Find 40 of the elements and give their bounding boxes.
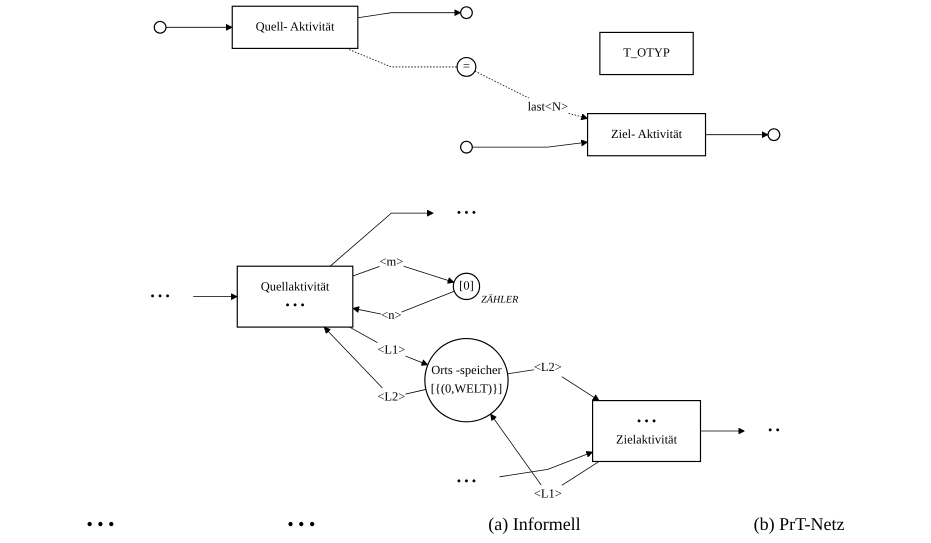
arrow [474, 70, 588, 120]
edge-label: <L1> [378, 343, 406, 357]
arrow [700, 428, 746, 434]
panel-caption: (a) Informell [488, 514, 581, 535]
arrow [706, 131, 769, 138]
node-text: • • [768, 424, 780, 438]
connector [346, 48, 458, 68]
node-circle: Orts -speicher [{(0,WELT)}] [424, 338, 510, 422]
ellipsis-dots: • • • [287, 514, 316, 535]
node-box: Quellaktivität • • • [237, 266, 354, 328]
edge-label: <L2> [534, 360, 562, 374]
arrow [352, 290, 455, 316]
edge-label: <n> [382, 309, 402, 322]
node-circle [154, 20, 167, 34]
node-circle [768, 128, 781, 142]
arrow [193, 293, 238, 300]
node-circle: = [456, 56, 477, 77]
arrow [472, 140, 588, 148]
arrow [358, 9, 462, 18]
node-circle [460, 140, 474, 154]
place-caption: ZÄHLER [482, 294, 519, 306]
ellipsis-dots: • • • [86, 514, 114, 535]
arrow [330, 210, 434, 267]
node-box: Quell- Aktivität [232, 6, 359, 49]
panel-caption: (b) PrT-Netz [754, 514, 844, 535]
node-text: • • • [457, 474, 476, 488]
edge-label: <L1> [534, 487, 562, 501]
edge-label: last<N> [528, 100, 568, 114]
edge-label: <m> [380, 255, 404, 268]
node-box: • • • Zielaktivität [592, 400, 702, 462]
node-box: Ziel- Aktivität [587, 113, 706, 156]
arrow [500, 451, 594, 478]
node-circle [460, 6, 474, 20]
arrow [350, 326, 428, 366]
arrow [166, 24, 233, 31]
node-circle: [0] [453, 272, 481, 300]
node-text: • • • [150, 290, 170, 303]
node-text: • • • [457, 206, 476, 220]
edge-label: <L2> [378, 390, 406, 404]
node-box: T_OTYP [600, 32, 694, 76]
